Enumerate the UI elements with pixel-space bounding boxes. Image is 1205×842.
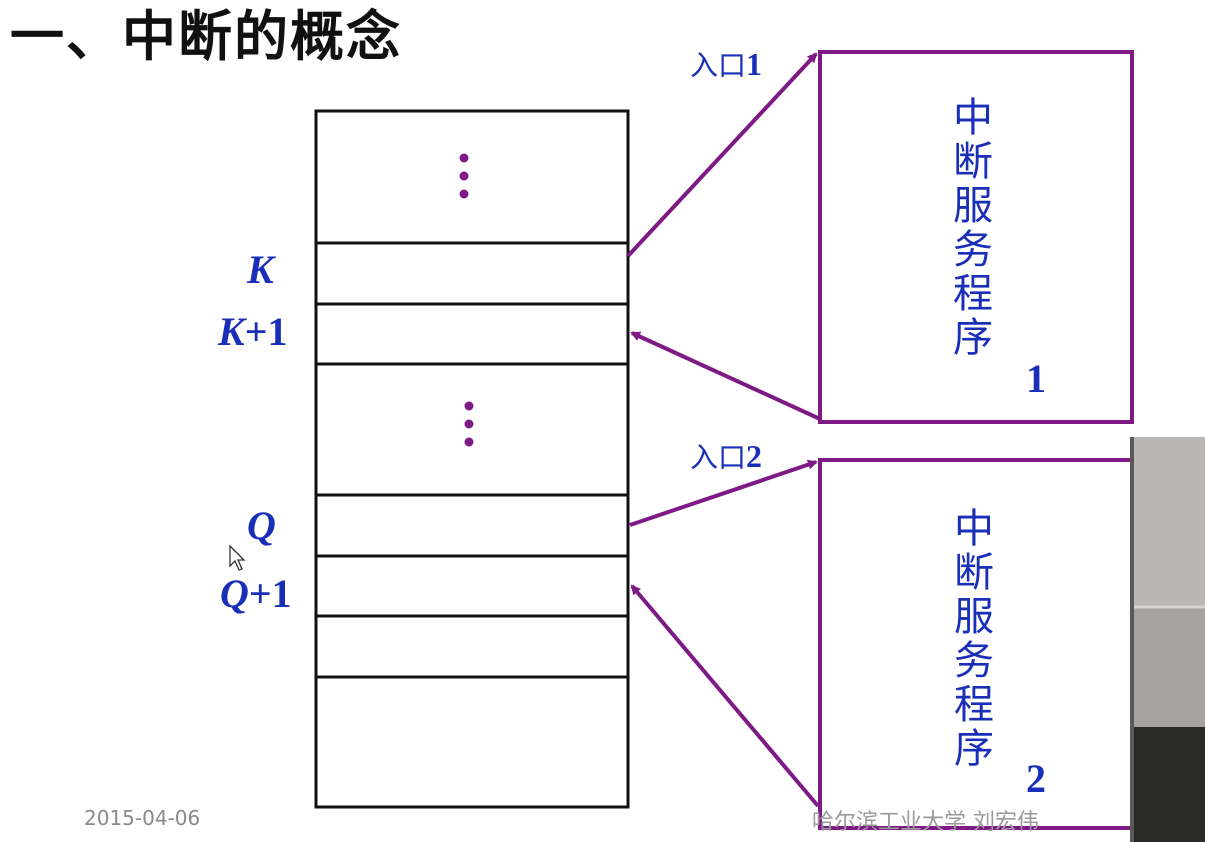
label-q: Q	[247, 503, 276, 548]
label-k-plus-1-suffix: +1	[244, 309, 288, 354]
arrow-to-entry2	[629, 459, 818, 527]
service-routine-1-box	[818, 50, 1134, 424]
arrow-return-from-service2	[630, 584, 820, 808]
slide-title: 一、中断的概念	[10, 5, 402, 68]
entry-2-label: 入口2	[690, 436, 762, 476]
entry-1-text: 入口	[690, 49, 747, 82]
mouse-cursor-icon	[229, 544, 246, 571]
label-q-plus-1-suffix: +1	[248, 571, 292, 616]
entry-2-text: 入口	[690, 441, 747, 474]
entry-1-label: 入口1	[690, 44, 762, 84]
presenter-video-overlay	[1130, 437, 1205, 842]
arrow-to-entry1	[626, 52, 818, 258]
service-routine-1-text: 中断服务程序	[953, 95, 993, 361]
service-routine-1-num: 1	[1026, 356, 1046, 401]
entry-1-num: 1	[746, 46, 763, 82]
service-routine-2-box	[818, 458, 1148, 830]
footer-author: 哈尔滨工业大学 刘宏伟	[812, 810, 1039, 835]
service-routine-2-num: 2	[1026, 756, 1046, 801]
ellipsis-top-icon	[459, 153, 469, 199]
label-q-plus-1: Q+1	[220, 570, 292, 617]
entry-2-num: 2	[746, 438, 763, 474]
ellipsis-middle-icon	[464, 401, 474, 447]
label-k: K	[247, 247, 274, 292]
label-k-plus-1-var: K	[218, 309, 245, 354]
label-k-plus-1: K+1	[218, 308, 287, 355]
service-routine-2-text: 中断服务程序	[954, 506, 994, 772]
arrow-return-from-service1	[630, 331, 821, 421]
footer-date: 2015-04-06	[84, 806, 201, 830]
label-q-plus-1-var: Q	[220, 571, 249, 616]
memory-column	[314, 109, 630, 809]
